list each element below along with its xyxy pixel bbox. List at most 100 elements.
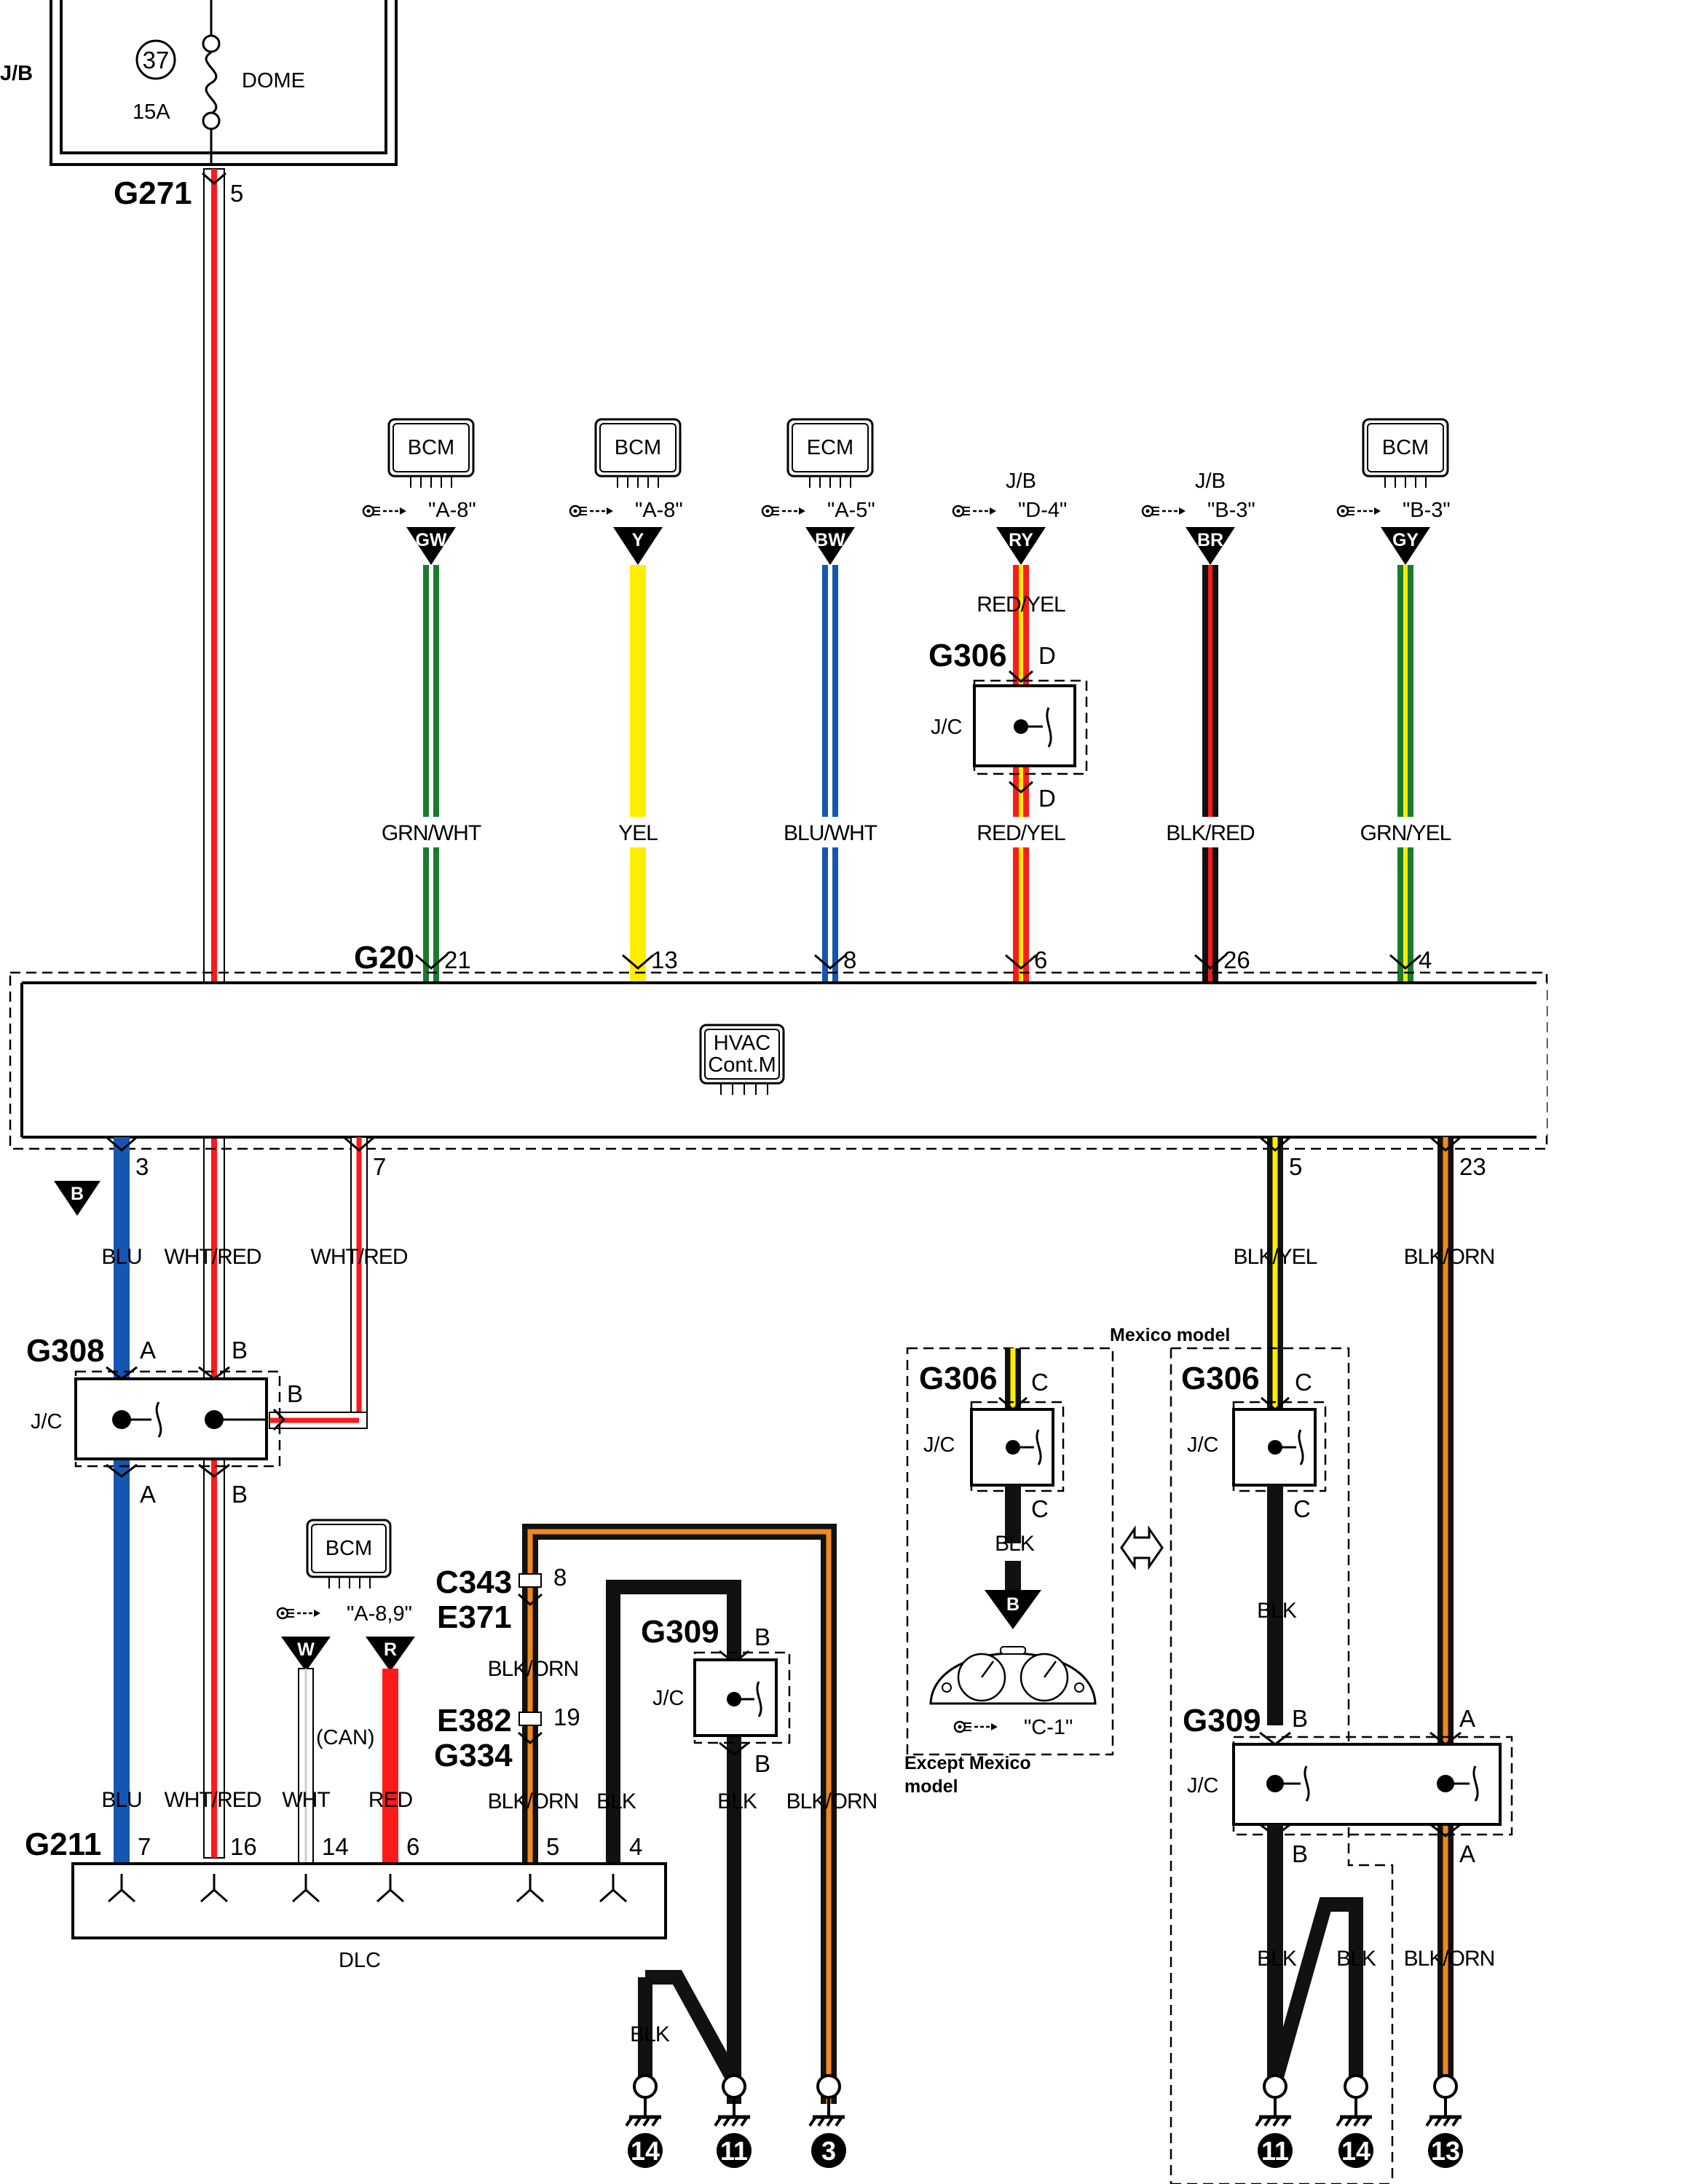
hvac-text-2: Cont.M [708,1053,776,1077]
g306-top-label: G306 [928,638,1007,673]
svg-text:B: B [1292,1840,1308,1867]
module-label: ECM [807,436,853,459]
module-label: BCM [1382,436,1429,459]
svg-text:14: 14 [631,2136,660,2166]
wire-color-label: GRN/WHT [382,821,481,845]
ground-13: 13 [1427,2076,1463,2168]
svg-text:C: C [1293,1495,1311,1522]
dlc-pin-5: 5 [546,1833,559,1860]
wire-code: BW [815,530,845,550]
label-blkorn-right: BLK/ORN [1404,1245,1495,1269]
fuse-symbol [202,0,221,166]
label-blkorn-loop: BLK/ORN [488,1657,579,1681]
connector-c343-e371: C343 E371 8 [435,1564,567,1635]
triangle-b-marker: B [54,1181,100,1216]
svg-text:E371: E371 [437,1599,512,1635]
g20-pin: 6 [1034,946,1047,973]
svg-text:G211: G211 [25,1827,101,1862]
reference-icon [1141,505,1187,518]
bcm-module-icon: BCM [594,418,682,488]
svg-text:C: C [1031,1495,1049,1522]
svg-text:BLK: BLK [995,1532,1035,1556]
hvac-pin-23: 23 [1459,1153,1486,1180]
wire-color-label: GRN/YEL [1360,821,1451,845]
svg-text:J/C: J/C [652,1687,685,1710]
svg-text:C343: C343 [435,1564,512,1600]
g20-pin: 8 [843,946,856,973]
fuse-name: DOME [242,69,305,92]
svg-text:model: model [904,1776,958,1797]
svg-text:G306: G306 [1181,1361,1260,1396]
svg-text:BLK: BLK [596,1789,636,1813]
g20-pin: 26 [1223,946,1250,973]
wire-color-label: YEL [618,821,658,845]
svg-text:BLK: BLK [1336,1947,1376,1971]
module-label: BCM [408,436,454,459]
source-jb-label: J/B [1006,470,1036,493]
svg-text:B: B [1292,1705,1308,1732]
dlc-pin-7: 7 [138,1833,151,1860]
hvac-pin-7: 7 [373,1153,386,1180]
svg-text:B: B [754,1623,770,1650]
reference-icon [569,505,615,518]
svg-text:C: C [1295,1369,1312,1396]
svg-text:BLU: BLU [101,1788,141,1812]
jc-g308: G308 A A B B J/C A B [26,1333,303,1508]
label-whtred-branch: WHT/RED [311,1245,408,1269]
svg-text:BLK: BLK [717,1789,757,1813]
svg-text:RED: RED [368,1788,413,1812]
dlc-terminal-symbol [599,1874,627,1903]
hvac-pin-3: 3 [135,1153,149,1180]
hvac-control-module: G20 HVAC Cont.M [9,940,1548,1150]
svg-text:G308: G308 [26,1333,105,1369]
g306-top-pin-d-upper: D [1038,642,1056,669]
svg-text:BLK/ORN: BLK/ORN [488,1789,579,1813]
source-jb-label: J/B [1195,470,1226,493]
svg-text:14: 14 [322,1833,349,1860]
dlc-connector: BLU WHT/RED WHT RED BLK/ORN BLK BLK BLK/… [25,1788,877,1972]
wire-blu [114,1137,130,1864]
svg-text:3: 3 [821,2136,836,2166]
wire-blk-g309-loop [606,1580,741,2104]
wire-blk-yel: 5 [1259,1136,1302,1414]
svg-text:5: 5 [546,1833,559,1860]
dlc-pin-6: 6 [406,1833,419,1860]
wire-color-label: RED/YEL [977,821,1065,845]
svg-text:B: B [754,1750,770,1777]
svg-text:B: B [1006,1594,1019,1615]
dlc-terminal-symbol [200,1874,228,1903]
connector-g271: G271 5 [114,172,243,211]
svg-text:BLK/ORN: BLK/ORN [1404,1947,1495,1971]
wire-reference: "B-3" [1403,499,1451,522]
svg-text:"A-8,9": "A-8,9" [347,1602,412,1626]
svg-text:WHT: WHT [282,1788,330,1812]
wire-blk-ground-14-left [645,1970,741,2084]
svg-text:Except Mexico: Except Mexico [904,1753,1031,1773]
wire-blk-orn-loop [522,1524,837,2104]
wire-wht-red-branch: 7 [269,1136,386,1429]
label-whtred-upper: WHT/RED [165,1245,261,1269]
mexico-variant: Mexico model G306 C J/C C BLK G309 B A J… [1110,1325,1513,2184]
connector-e382-g334: E382 G334 19 [434,1703,580,1773]
svg-text:J/C: J/C [31,1410,63,1433]
dlc-label: DLC [339,1949,381,1972]
svg-text:B: B [287,1380,303,1407]
svg-text:A: A [1459,1705,1475,1732]
ground-14: 14 [626,2076,663,2168]
wire-blk-orn-right: 23 [1429,1136,1486,2084]
dlc-pin-16: 16 [230,1833,257,1860]
wire-code: GW [415,530,446,550]
svg-text:G309: G309 [641,1614,719,1650]
svg-text:4: 4 [629,1833,642,1860]
svg-text:J/C: J/C [1187,1774,1219,1797]
label-blu-upper: BLU [101,1245,141,1269]
dlc-terminal-symbol [376,1874,404,1903]
g20-pin: 21 [444,946,471,973]
svg-text:BLK: BLK [630,2022,670,2046]
dlc-pin-14: 14 [322,1833,349,1860]
variant-exchange-icon [1120,1525,1164,1570]
wire-reference: "D-4" [1018,499,1067,522]
